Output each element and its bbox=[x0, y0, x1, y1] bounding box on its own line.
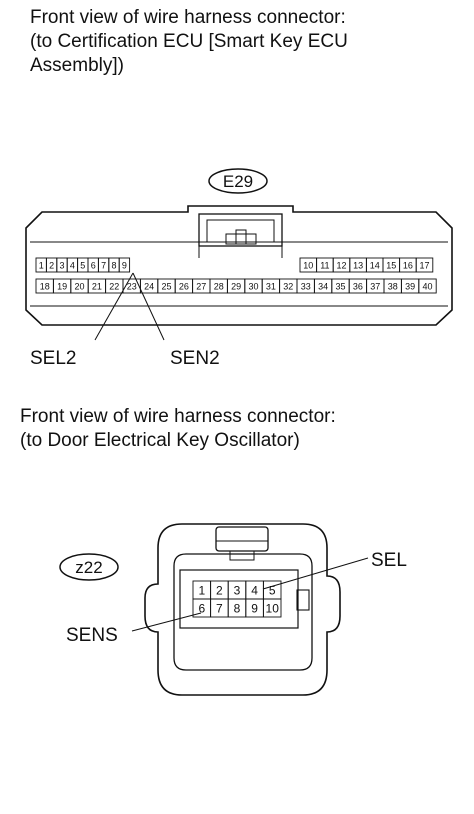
pin-number: 19 bbox=[57, 281, 67, 291]
connector2-lock bbox=[215, 526, 269, 552]
connector2-caption-line-1: Front view of wire harness connector: bbox=[20, 406, 336, 427]
pin-number: 13 bbox=[353, 260, 363, 270]
connector1-callout-right-leader bbox=[132, 272, 165, 341]
connector2-callout-right: SEL bbox=[371, 550, 407, 571]
pin-number: 34 bbox=[318, 281, 328, 291]
pin-number: 5 bbox=[80, 260, 85, 270]
connector1-caption-line-2: (to Certification ECU [Smart Key ECU bbox=[30, 31, 348, 52]
pin-number: 11 bbox=[320, 260, 329, 270]
connector2-side-key bbox=[296, 589, 310, 611]
pin-number: 30 bbox=[248, 281, 258, 291]
pin-number: 8 bbox=[111, 260, 116, 270]
connector2-callout-right-leader bbox=[262, 557, 369, 590]
pin-number: 32 bbox=[283, 281, 293, 291]
pin-number: 36 bbox=[353, 281, 363, 291]
pin-number: 35 bbox=[335, 281, 345, 291]
pin-number: 38 bbox=[388, 281, 398, 291]
pin-number: 20 bbox=[74, 281, 84, 291]
pin-number: 18 bbox=[40, 281, 50, 291]
connector1-pin-row-bottom: 18 19 20 21 22 23 24 25 26 27 28 29 30 31 32 33 34 35 36 37… bbox=[35, 278, 437, 294]
connector2-lock-tab bbox=[229, 550, 255, 561]
connector1-code-badge bbox=[208, 168, 268, 194]
pin-number: 14 bbox=[370, 260, 380, 270]
connector1-callout-right: SEN2 bbox=[170, 348, 220, 369]
pin-number: 4 bbox=[70, 260, 75, 270]
connector2-inner-body bbox=[173, 553, 313, 671]
connector2-caption-line-2: (to Door Electrical Key Oscillator) bbox=[20, 430, 300, 451]
pin-number: 26 bbox=[179, 281, 189, 291]
pin-number: 27 bbox=[196, 281, 206, 291]
connector2-callout-left: SENS bbox=[66, 625, 118, 646]
pin-number: 2 bbox=[49, 260, 54, 270]
pin-cavity bbox=[415, 257, 434, 273]
pin-number: 10 bbox=[266, 601, 280, 615]
connector1-caption-line-1: Front view of wire harness connector: bbox=[30, 7, 346, 28]
pin-number: 33 bbox=[301, 281, 311, 291]
pin-number: 15 bbox=[386, 260, 396, 270]
connector1-code: E29 bbox=[223, 172, 253, 191]
connector2-callout-left-leader bbox=[131, 612, 202, 632]
connector2-code: z22 bbox=[75, 558, 102, 577]
connector1-housing bbox=[25, 205, 453, 326]
connector1-caption: Front view of wire harness connector: (t… bbox=[30, 6, 348, 78]
pin-number: 2 bbox=[216, 583, 223, 597]
pin-number: 17 bbox=[419, 260, 429, 270]
pin-number: 6 bbox=[91, 260, 96, 270]
pin-number: 9 bbox=[122, 260, 127, 270]
connector1-caption-line-3: Assembly]) bbox=[30, 55, 124, 76]
connector1-lock-latch bbox=[235, 229, 247, 245]
connector1-lock-inner bbox=[206, 219, 275, 243]
pin-number: 39 bbox=[405, 281, 415, 291]
pin-number: 16 bbox=[403, 260, 413, 270]
pin-number: 40 bbox=[422, 281, 432, 291]
connector2-code-badge bbox=[59, 553, 119, 581]
pin-number: 25 bbox=[161, 281, 171, 291]
pin-number: 8 bbox=[234, 601, 241, 615]
connector2-cavity bbox=[179, 569, 299, 629]
pin-number: 24 bbox=[144, 281, 154, 291]
pin-cavity bbox=[262, 598, 282, 618]
pin-cavity bbox=[418, 278, 437, 294]
connector2-housing bbox=[144, 523, 341, 696]
pin-number: 3 bbox=[234, 583, 241, 597]
pin-number: 4 bbox=[251, 583, 258, 597]
pin-number: 1 bbox=[198, 583, 205, 597]
pin-number: 1 bbox=[39, 260, 44, 270]
connector1-callout-left-leader bbox=[94, 272, 134, 341]
pin-number: 29 bbox=[231, 281, 241, 291]
pin-number: 23 bbox=[127, 281, 137, 291]
pin-number: 3 bbox=[59, 260, 64, 270]
pin-number: 22 bbox=[109, 281, 119, 291]
pin-number: 7 bbox=[101, 260, 106, 270]
connector1-callout-left: SEL2 bbox=[30, 348, 76, 369]
pin-number: 37 bbox=[370, 281, 380, 291]
pin-number: 21 bbox=[92, 281, 102, 291]
pin-cavity bbox=[118, 257, 131, 273]
pin-number: 28 bbox=[214, 281, 224, 291]
connector2-caption: Front view of wire harness connector: (t… bbox=[20, 405, 336, 453]
connector1-lock-frame bbox=[198, 213, 283, 247]
pin-number: 9 bbox=[251, 601, 258, 615]
pin-number: 7 bbox=[216, 601, 223, 615]
pin-number: 12 bbox=[336, 260, 346, 270]
pin-number: 31 bbox=[266, 281, 276, 291]
pin-number: 10 bbox=[303, 260, 313, 270]
pin-number: 6 bbox=[198, 601, 205, 615]
pin-number: 5 bbox=[269, 583, 276, 597]
